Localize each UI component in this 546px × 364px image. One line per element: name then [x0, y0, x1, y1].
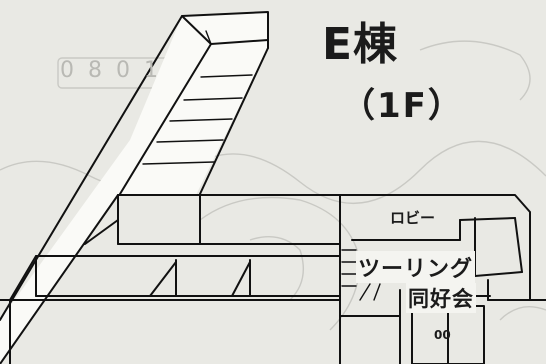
corridor-diagonal [0, 11, 269, 364]
lower-rooms [0, 255, 341, 364]
middle-block [84, 194, 341, 245]
lobby-label: ロビー [390, 209, 436, 227]
touring-club-label-line2: 同好会 [406, 283, 476, 313]
lobby-room [339, 194, 546, 364]
background-bleed-through [0, 40, 546, 331]
floor-label: （1F） [341, 86, 464, 126]
bleed-through-text: 0801 [60, 58, 172, 83]
building-title: E棟 [322, 19, 399, 70]
touring-club-label-line1: ツーリング [356, 251, 476, 283]
stair-detail [339, 249, 401, 364]
door-mark: 00 [434, 328, 451, 342]
